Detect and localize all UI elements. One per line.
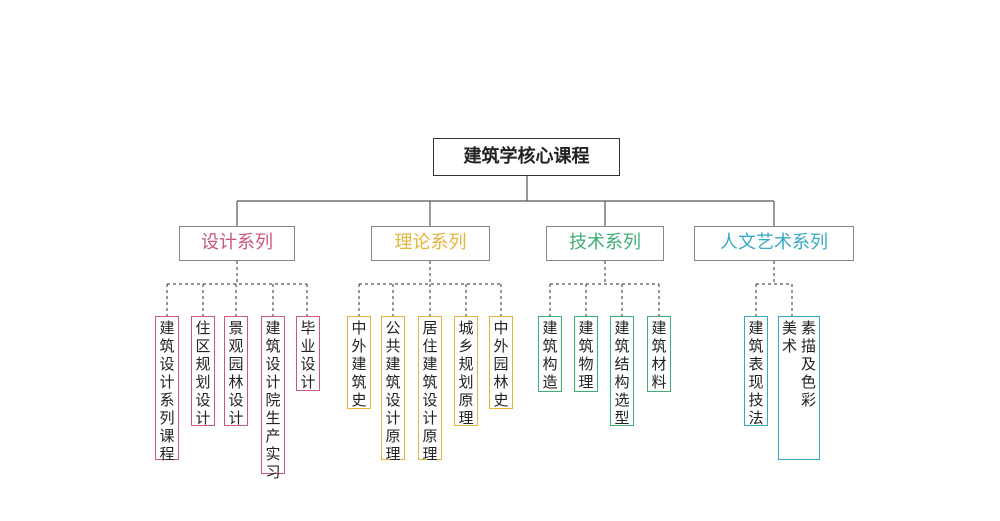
leaf-label: 公 共 建 筑 设 计 原 理 [385,319,401,463]
leaf-design-5: 毕 业 设 计 [296,316,320,391]
leaf-label: 建 筑 材 料 [651,319,667,391]
leaf-label: 建 筑 设 计 院 生 产 实 习 [265,319,281,481]
category-theory: 理论系列 [371,226,490,261]
category-design: 设计系列 [179,226,295,261]
leaf-label: 建 筑 表 现 技 法 [748,319,764,427]
leaf-tech-3: 建 筑 结 构 选 型 [610,316,634,427]
leaf-theory-2: 公 共 建 筑 设 计 原 理 [381,316,405,463]
leaf-design-1: 建 筑 设 计 系 列 课 程 [155,316,179,463]
leaf-humanities-2: 美 术素 描 及 色 彩 [778,316,820,460]
leaf-design-2: 住 区 规 划 设 计 [191,316,215,427]
category-humanities: 人文艺术系列 [694,226,854,261]
dashed-connectors [166,261,793,316]
leaf-theory-5: 中 外 园 林 史 [489,316,513,409]
leaf-design-4: 建 筑 设 计 院 生 产 实 习 [261,316,285,481]
leaf-tech-2: 建 筑 物 理 [574,316,598,392]
leaf-tech-4: 建 筑 材 料 [647,316,671,392]
leaf-label: 建 筑 结 构 选 型 [614,319,630,427]
leaf-label: 城 乡 规 划 原 理 [458,319,474,427]
leaf-label: 中 外 园 林 史 [493,319,509,409]
leaf-design-3: 景 观 园 林 设 计 [224,316,248,427]
solid-connectors [236,176,775,226]
leaf-humanities-1: 建 筑 表 现 技 法 [744,316,768,427]
leaf-theory-4: 城 乡 规 划 原 理 [454,316,478,427]
leaf-theory-1: 中 外 建 筑 史 [347,316,371,409]
leaf-label: 景 观 园 林 设 计 [228,319,244,427]
leaf-label: 建 筑 设 计 系 列 课 程 [159,319,175,463]
leaf-label: 住 区 规 划 设 计 [195,319,211,427]
leaf-label: 美 术素 描 及 色 彩 [781,319,817,409]
leaf-label: 建 筑 构 造 [542,319,558,391]
leaf-label: 毕 业 设 计 [300,319,316,391]
leaf-label: 居 住 建 筑 设 计 原 理 [422,319,438,463]
leaf-theory-3: 居 住 建 筑 设 计 原 理 [418,316,442,463]
category-tech: 技术系列 [546,226,664,261]
leaf-label: 中 外 建 筑 史 [351,319,367,409]
root-node: 建筑学核心课程 [433,138,620,176]
leaf-label: 建 筑 物 理 [578,319,594,391]
leaf-tech-1: 建 筑 构 造 [538,316,562,392]
